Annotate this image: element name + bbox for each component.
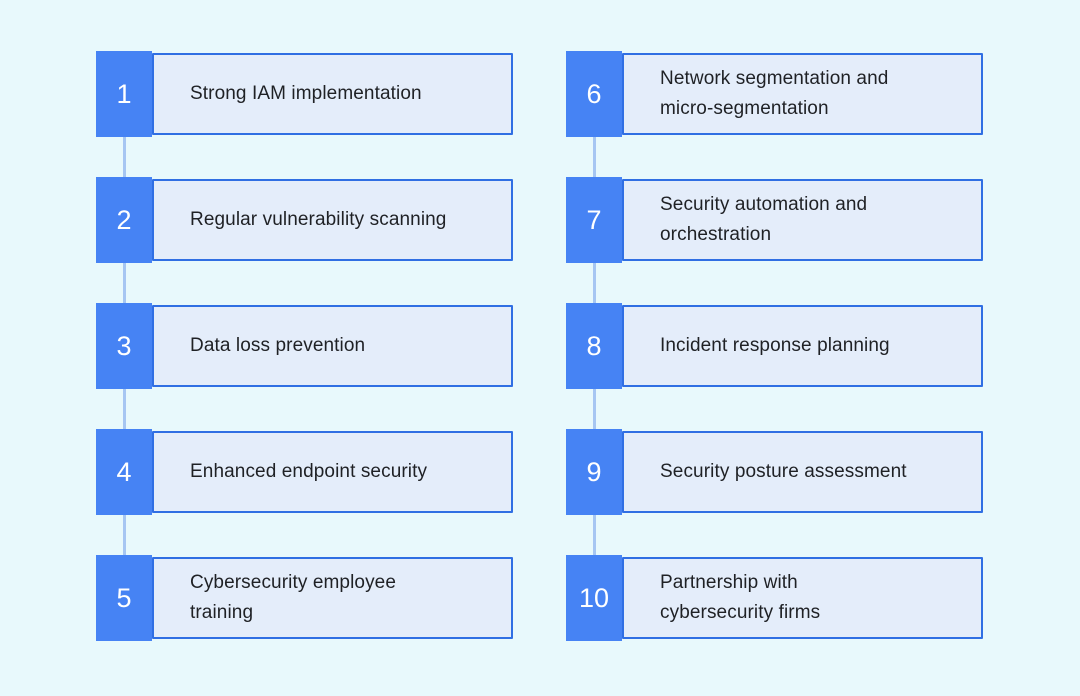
item-label: Network segmentation and micro-segmentat…: [660, 68, 889, 119]
item-number-badge: 5: [96, 555, 152, 641]
item-number: 4: [116, 456, 132, 487]
list-item: 1 Strong IAM implementation: [96, 51, 513, 137]
item-number: 2: [116, 204, 132, 235]
item-label: Security automation and orchestration: [660, 194, 868, 245]
item-label-box: Security posture assessment: [622, 431, 983, 513]
item-label-box: Network segmentation and micro-segmentat…: [622, 53, 983, 135]
list-item: 6 Network segmentation and micro-segment…: [566, 51, 983, 137]
item-label: Security posture assessment: [660, 461, 907, 482]
item-label: Enhanced endpoint security: [190, 461, 428, 482]
item-number-badge: 9: [566, 429, 622, 515]
item-label-box: Security automation and orchestration: [622, 179, 983, 261]
item-number: 5: [116, 582, 132, 613]
item-label-box: Partnership with cybersecurity firms: [622, 557, 983, 639]
connector-line: [592, 135, 596, 179]
left-column: 1 Strong IAM implementation 2 Regular vu…: [96, 51, 513, 641]
right-column: 6 Network segmentation and micro-segment…: [566, 51, 983, 641]
connector-line: [592, 261, 596, 305]
item-label: Strong IAM implementation: [190, 83, 422, 104]
item-label-box: Enhanced endpoint security: [152, 431, 513, 513]
item-label-box: Cybersecurity employee training: [152, 557, 513, 639]
connector-line: [122, 261, 126, 305]
item-number: 3: [116, 330, 132, 361]
connector-line: [592, 513, 596, 557]
list-item: 4 Enhanced endpoint security: [96, 429, 513, 515]
list-item: 3 Data loss prevention: [96, 303, 513, 389]
list-item: 2 Regular vulnerability scanning: [96, 177, 513, 263]
list-item: 9 Security posture assessment: [566, 429, 983, 515]
item-number-badge: 3: [96, 303, 152, 389]
item-number: 7: [586, 204, 602, 235]
item-label: Regular vulnerability scanning: [190, 209, 447, 230]
item-label-box: Data loss prevention: [152, 305, 513, 387]
item-number-badge: 1: [96, 51, 152, 137]
connector-line: [122, 513, 126, 557]
list-item: 10 Partnership with cybersecurity firms: [566, 555, 983, 641]
item-number-badge: 7: [566, 177, 622, 263]
item-number: 10: [578, 582, 610, 613]
item-label: Cybersecurity employee training: [190, 572, 397, 623]
item-label-box: Incident response planning: [622, 305, 983, 387]
item-number-badge: 10: [566, 555, 622, 641]
list-item: 8 Incident response planning: [566, 303, 983, 389]
item-label: Incident response planning: [660, 335, 890, 356]
item-number: 1: [116, 78, 132, 109]
item-number-badge: 4: [96, 429, 152, 515]
item-label: Data loss prevention: [190, 335, 366, 356]
item-number: 6: [586, 78, 602, 109]
item-number: 9: [586, 456, 602, 487]
item-label: Partnership with cybersecurity firms: [660, 572, 821, 623]
list-item: 5 Cybersecurity employee training: [96, 555, 513, 641]
item-number: 8: [586, 330, 602, 361]
item-label-box: Strong IAM implementation: [152, 53, 513, 135]
item-number-badge: 6: [566, 51, 622, 137]
list-item: 7 Security automation and orchestration: [566, 177, 983, 263]
item-number-badge: 8: [566, 303, 622, 389]
item-number-badge: 2: [96, 177, 152, 263]
connector-line: [122, 135, 126, 179]
connector-line: [122, 387, 126, 431]
item-label-box: Regular vulnerability scanning: [152, 179, 513, 261]
connector-line: [592, 387, 596, 431]
